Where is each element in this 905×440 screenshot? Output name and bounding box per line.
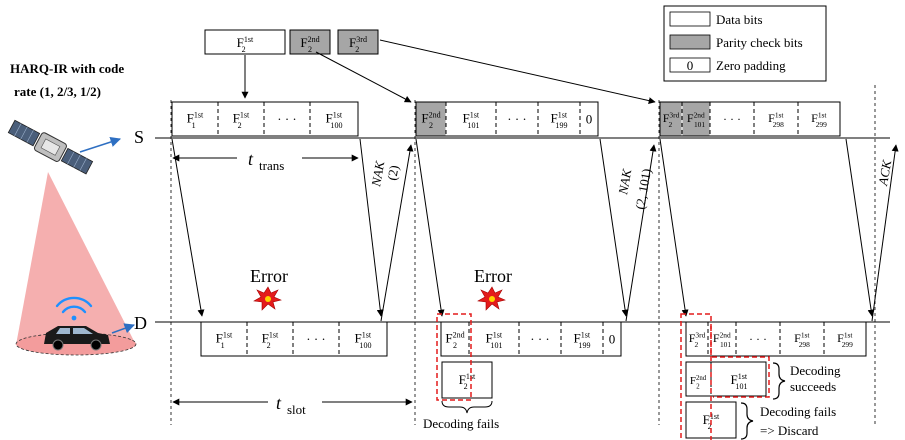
t-slot-indicator: t slot xyxy=(173,393,412,417)
source-node-label: S xyxy=(134,127,144,147)
error-burst-icon xyxy=(478,287,505,310)
pool-arrow-second xyxy=(316,52,411,102)
decoding-fails-brace xyxy=(442,401,492,413)
destination-node-label: D xyxy=(134,313,147,333)
legend-item-parity: Parity check bits xyxy=(670,35,803,50)
slot2-propagation-start xyxy=(416,139,442,316)
slot2-propagation-end xyxy=(600,139,626,316)
legend-swatch-data xyxy=(670,12,710,26)
nak1-label-arg: (2) xyxy=(384,164,401,182)
slot1-propagation-start xyxy=(172,139,202,316)
ellipsis: · · · xyxy=(306,332,326,347)
slot3-propagation-end xyxy=(846,139,872,316)
nak2-label: NAK xyxy=(615,167,635,197)
ellipsis: · · · xyxy=(749,332,767,346)
error-label-slot2: Error xyxy=(474,266,512,286)
legend-label-zero: Zero padding xyxy=(716,58,786,73)
pool-arrow-third xyxy=(380,40,655,102)
t-trans-sub: trans xyxy=(259,158,284,173)
legend-item-data: Data bits xyxy=(670,12,763,27)
satellite-icon xyxy=(7,118,94,177)
error-burst-icon xyxy=(254,287,281,310)
satellite-link-arrow xyxy=(80,139,120,152)
ellipsis: · · · xyxy=(723,112,741,126)
decoding-fails-label: Decoding fails xyxy=(423,416,499,431)
error-label-slot1: Error xyxy=(250,266,288,286)
title-line-2: rate (1, 2/3, 1/2) xyxy=(14,84,101,99)
t-trans-indicator: t trans xyxy=(173,149,358,173)
decoding-succeeds-label-1: Decoding xyxy=(790,363,841,378)
ack-label: ACK xyxy=(875,158,895,188)
decoding-discard-label-2: => Discard xyxy=(760,423,819,438)
nak2-label-arg: (2, 101) xyxy=(632,167,654,210)
legend-item-zero: 0 Zero padding xyxy=(670,58,786,73)
legend-zero-symbol: 0 xyxy=(687,58,694,73)
legend: Data bits Parity check bits 0 Zero paddi… xyxy=(664,6,826,81)
t-slot-sub: slot xyxy=(287,402,306,417)
t-slot-base: t xyxy=(276,393,282,413)
ellipsis: · · · xyxy=(507,112,527,127)
legend-swatch-parity xyxy=(670,35,710,49)
legend-label-data: Data bits xyxy=(716,12,763,27)
ellipsis: · · · xyxy=(277,112,297,127)
slot3-propagation-start xyxy=(660,139,686,316)
decoding-discard-brace xyxy=(741,403,753,439)
zero-padding: 0 xyxy=(586,112,593,127)
t-trans-base: t xyxy=(248,149,254,169)
title-line-1: HARQ-IR with code xyxy=(10,61,124,76)
legend-label-parity: Parity check bits xyxy=(716,35,803,50)
decoding-succeeds-brace xyxy=(773,363,785,399)
zero-padding: 0 xyxy=(609,332,616,347)
decoding-succeeds-label-2: succeeds xyxy=(790,379,836,394)
ellipsis: · · · xyxy=(530,332,550,347)
decoding-discard-label-1: Decoding fails xyxy=(760,404,836,419)
